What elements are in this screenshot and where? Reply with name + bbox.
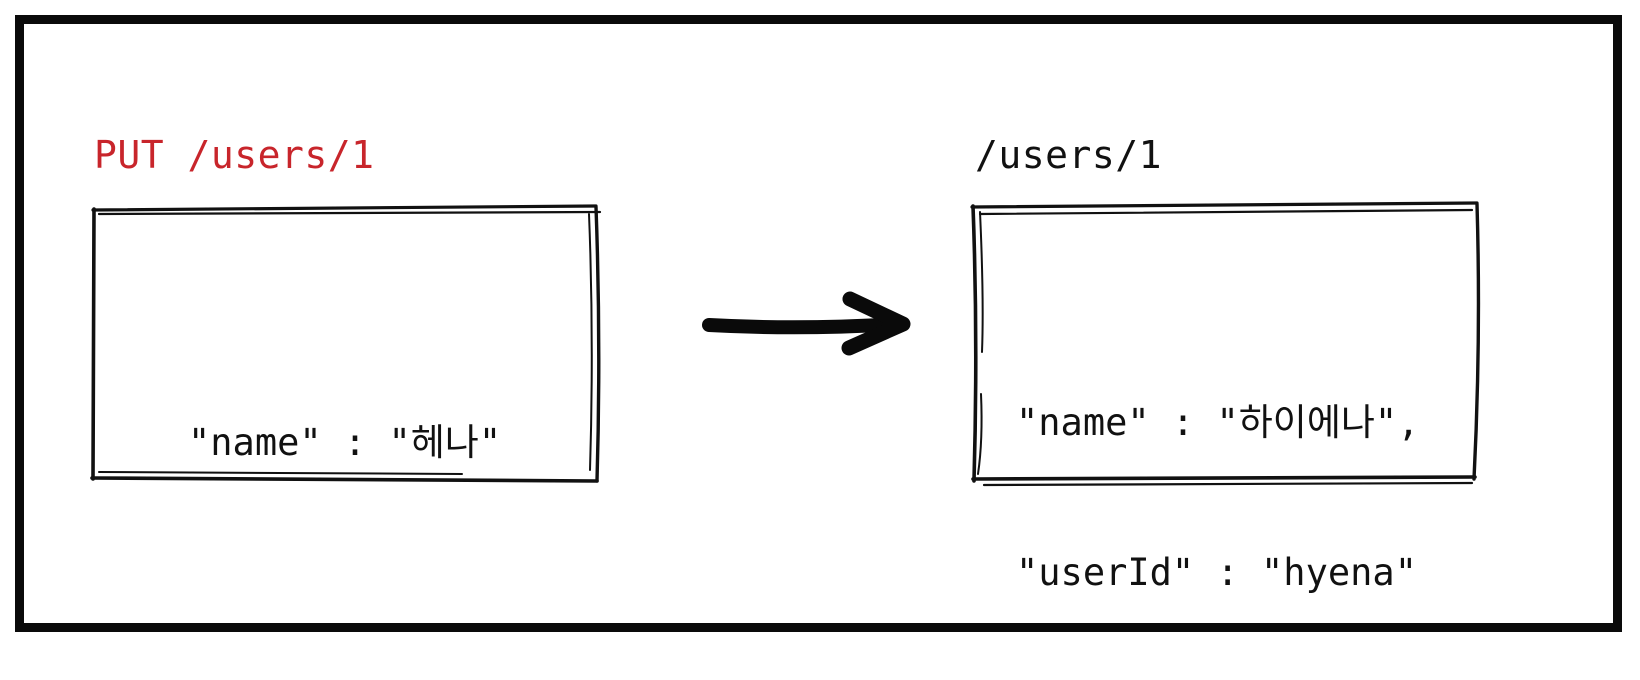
left-route-label: PUT /users/1 [94, 133, 375, 177]
outer-frame [15, 15, 1622, 632]
right-payload-line-2: "userId" : "hyena" [1016, 550, 1417, 594]
right-payload: "name" : "하이에나", "userId" : "hyena" [1016, 298, 1419, 680]
right-route-label: /users/1 [975, 133, 1163, 177]
left-payload-line: "name" : "헤나" [188, 420, 502, 464]
right-payload-line-1: "name" : "하이에나", [1016, 400, 1420, 444]
left-payload: "name" : "헤나" [188, 318, 501, 568]
